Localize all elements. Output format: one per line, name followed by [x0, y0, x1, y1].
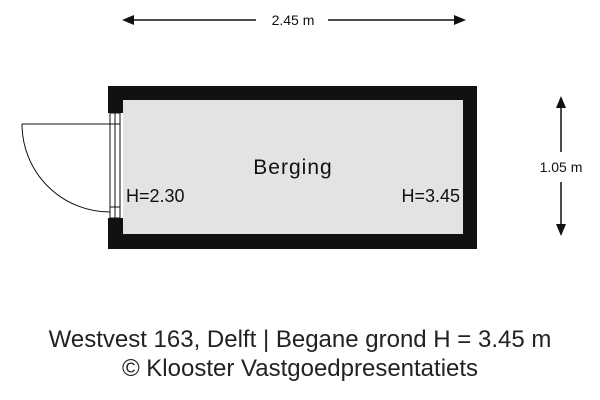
room-height-left: H=2.30 — [126, 186, 185, 206]
depth-dimension: 1.05 m — [540, 96, 583, 236]
depth-dimension-label: 1.05 m — [540, 159, 583, 175]
room-height-right: H=3.45 — [401, 186, 460, 206]
depth-arrowhead-top — [556, 96, 566, 108]
door-swing-arc — [21, 123, 111, 213]
door-swing — [21, 123, 111, 213]
width-dimension: 2.45 m — [122, 12, 466, 28]
caption-address: Westvest 163, Delft | Begane grond H = 3… — [49, 326, 552, 353]
room-floor — [123, 100, 463, 234]
width-arrowhead-right — [454, 15, 466, 25]
depth-arrowhead-bottom — [556, 224, 566, 236]
caption-copyright: © Klooster Vastgoedpresentatiets — [122, 355, 478, 382]
room-name: Berging — [253, 156, 332, 179]
width-arrowhead-left — [122, 15, 134, 25]
width-dimension-label: 2.45 m — [272, 12, 315, 28]
room-berging — [108, 86, 477, 249]
